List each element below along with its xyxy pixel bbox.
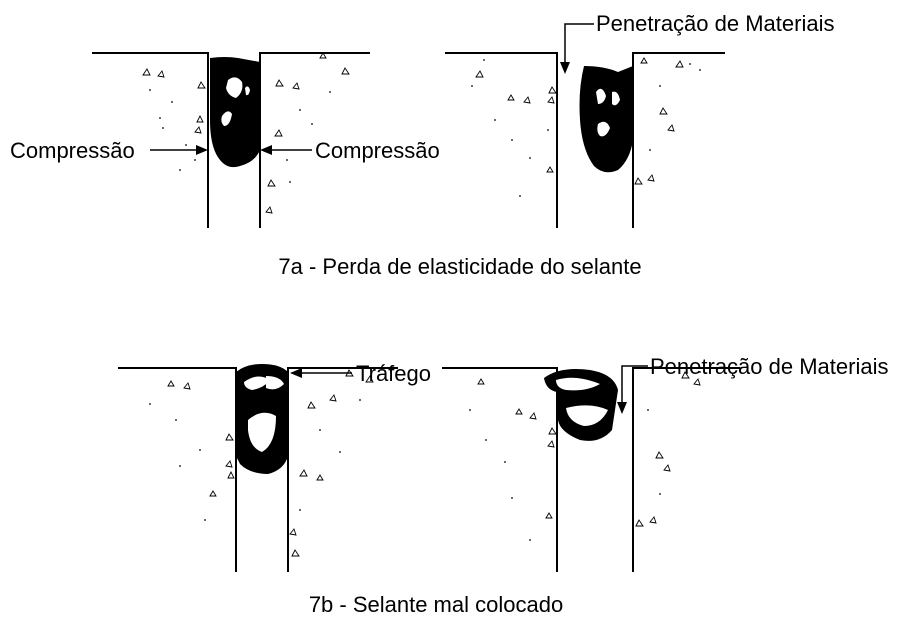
sealant-7b-left xyxy=(236,364,288,474)
slab-right-edge xyxy=(632,52,725,228)
label-traffic: Tráfego xyxy=(356,361,431,386)
slab-right-edge xyxy=(632,367,740,572)
penetration-arrow-7a xyxy=(560,23,594,74)
caption-7a: 7a - Perda de elasticidade do selante xyxy=(278,254,641,279)
slab-left-edge xyxy=(442,367,558,572)
slab-right-edge xyxy=(287,367,398,572)
slab-right-edge xyxy=(259,52,370,228)
slab-left-edge xyxy=(92,52,209,228)
slab-left-edge xyxy=(118,367,237,572)
penetration-arrow-7b xyxy=(617,365,648,414)
caption-7b: 7b - Selante mal colocado xyxy=(309,592,563,617)
panel-7a-right: Penetração de Materiais xyxy=(445,11,834,228)
slab-left-edge xyxy=(445,52,558,228)
concrete-texture-right-7b xyxy=(469,371,701,541)
label-penetration-7a: Penetração de Materiais xyxy=(596,11,834,36)
label-compression-left: Compressão xyxy=(10,138,135,163)
sealant-7a-left xyxy=(210,57,260,168)
concrete-texture-left-7b xyxy=(149,369,374,557)
label-compression-right: Compressão xyxy=(315,138,440,163)
concrete-texture-left xyxy=(142,52,350,214)
sealant-7a-right xyxy=(579,66,633,173)
compression-arrow-left xyxy=(150,145,208,155)
label-penetration-7b: Penetração de Materiais xyxy=(650,354,888,379)
panel-7b-left: Tráfego xyxy=(118,361,431,572)
concrete-texture-right xyxy=(471,57,701,197)
sealant-7b-right xyxy=(544,369,618,441)
traffic-arrow xyxy=(290,368,352,378)
compression-arrow-right xyxy=(260,145,312,155)
panel-7b-right: Penetração de Materiais xyxy=(442,354,888,572)
panel-7a-left: Compressão Compressão xyxy=(10,52,440,228)
